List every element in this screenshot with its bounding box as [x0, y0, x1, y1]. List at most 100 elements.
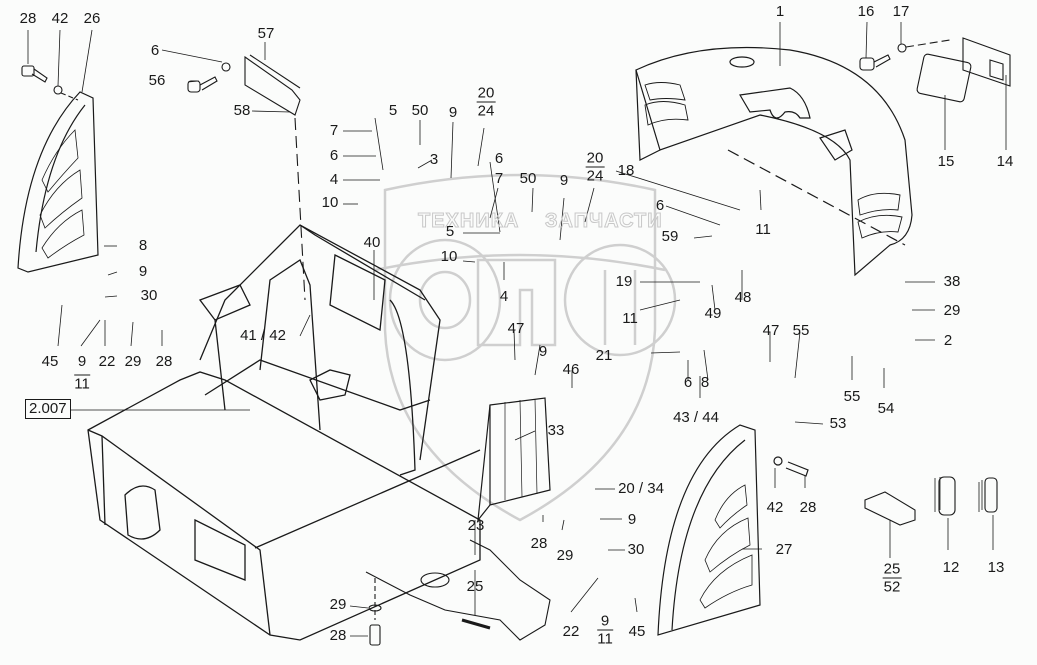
- callout-9[interactable]: 9: [538, 343, 548, 360]
- fraction-numerator: 20: [476, 84, 496, 103]
- callout-5[interactable]: 5: [445, 223, 455, 240]
- callout-1[interactable]: 1: [775, 3, 785, 20]
- callout-42[interactable]: 42: [766, 499, 784, 516]
- callout-6[interactable]: 6: [683, 374, 693, 391]
- callout-11[interactable]: 11: [622, 310, 638, 327]
- callout-28[interactable]: 28: [329, 627, 347, 644]
- callout-4[interactable]: 4: [499, 288, 509, 305]
- callout-7[interactable]: 7: [329, 122, 339, 139]
- callout-33[interactable]: 33: [547, 422, 565, 439]
- callout-30[interactable]: 30: [140, 287, 158, 304]
- callout-29[interactable]: 29: [124, 353, 142, 370]
- callout-57[interactable]: 57: [257, 25, 275, 42]
- callout-9[interactable]: 9: [448, 104, 458, 121]
- reference-box-2007[interactable]: 2.007: [25, 399, 71, 419]
- callout-47[interactable]: 47: [762, 322, 780, 339]
- callout-16[interactable]: 16: [857, 3, 875, 20]
- callout-45[interactable]: 45: [628, 623, 646, 640]
- callout-30[interactable]: 30: [627, 541, 645, 558]
- hood-1: [635, 46, 913, 277]
- fraction-denominator: 24: [586, 167, 604, 185]
- callout-6[interactable]: 6: [494, 150, 504, 167]
- callout-20-34[interactable]: 20 / 34: [618, 480, 664, 497]
- callout-28[interactable]: 28: [155, 353, 173, 370]
- side-panel-26: [17, 91, 99, 273]
- side-panel-27: [657, 424, 809, 636]
- callout-6[interactable]: 6: [655, 197, 665, 214]
- callout-40[interactable]: 40: [363, 234, 381, 251]
- callout-20-over-24[interactable]: 20 24: [585, 151, 605, 185]
- watermark-text-left: ТЕХНИКА: [417, 210, 520, 233]
- callout-58[interactable]: 58: [233, 102, 251, 119]
- callout-20-over-24[interactable]: 20 24: [476, 84, 496, 120]
- callout-17[interactable]: 17: [892, 3, 910, 20]
- callout-56[interactable]: 56: [148, 72, 166, 89]
- callout-9-over-11[interactable]: 9 11: [597, 614, 613, 647]
- leader-lines: [27, 21, 1007, 637]
- callout-42[interactable]: 42: [51, 10, 69, 27]
- callout-7[interactable]: 7: [494, 170, 504, 187]
- callout-54[interactable]: 54: [877, 400, 895, 417]
- callout-28[interactable]: 28: [799, 499, 817, 516]
- callout-9[interactable]: 9: [138, 263, 148, 280]
- callout-8[interactable]: 8: [700, 374, 710, 391]
- callout-53[interactable]: 53: [829, 415, 847, 432]
- callout-43-44[interactable]: 43 / 44: [673, 409, 719, 426]
- callout-2[interactable]: 2: [943, 332, 953, 349]
- callout-22[interactable]: 22: [562, 623, 580, 640]
- fraction-denominator: 52: [883, 578, 901, 596]
- callout-23[interactable]: 23: [467, 517, 485, 534]
- lamp-14: [859, 37, 1011, 103]
- callout-4[interactable]: 4: [329, 171, 339, 188]
- callout-10[interactable]: 10: [321, 194, 339, 211]
- callout-21[interactable]: 21: [595, 347, 613, 364]
- callout-29[interactable]: 29: [329, 596, 347, 613]
- callout-46[interactable]: 46: [562, 361, 580, 378]
- callout-25-over-52[interactable]: 25 52: [882, 562, 902, 596]
- callout-22[interactable]: 22: [98, 353, 116, 370]
- callout-25[interactable]: 25: [466, 578, 484, 595]
- bracket-33: [477, 397, 551, 522]
- callout-9[interactable]: 9: [559, 172, 569, 189]
- callout-6[interactable]: 6: [150, 42, 160, 59]
- callout-28[interactable]: 28: [19, 10, 37, 27]
- callout-47[interactable]: 47: [507, 320, 525, 337]
- callout-29[interactable]: 29: [556, 547, 574, 564]
- fraction-denominator: 11: [74, 374, 90, 393]
- callout-29[interactable]: 29: [943, 302, 961, 319]
- callout-28[interactable]: 28: [530, 535, 548, 552]
- callout-50[interactable]: 50: [411, 102, 429, 119]
- callout-15[interactable]: 15: [937, 153, 955, 170]
- callout-3[interactable]: 3: [429, 151, 439, 168]
- callout-14[interactable]: 14: [996, 153, 1014, 170]
- callout-18[interactable]: 18: [617, 162, 635, 179]
- callout-45[interactable]: 45: [41, 353, 59, 370]
- callout-6[interactable]: 6: [329, 147, 339, 164]
- callout-55[interactable]: 55: [792, 322, 810, 339]
- callout-11[interactable]: 11: [755, 221, 771, 238]
- callout-12[interactable]: 12: [942, 559, 960, 576]
- callout-5[interactable]: 5: [388, 102, 398, 119]
- callout-9[interactable]: 9: [77, 353, 87, 370]
- callout-13[interactable]: 13: [987, 559, 1005, 576]
- callout-55[interactable]: 55: [843, 388, 861, 405]
- callout-9-over-11[interactable]: 9 11: [74, 359, 90, 392]
- callout-50[interactable]: 50: [519, 170, 537, 187]
- spare-parts: [864, 476, 998, 526]
- skid-plate-25: [365, 539, 551, 646]
- callout-9[interactable]: 9: [627, 511, 637, 528]
- callout-19[interactable]: 19: [615, 273, 633, 290]
- callout-8[interactable]: 8: [138, 237, 148, 254]
- fraction-denominator: 24: [477, 102, 495, 120]
- callout-26[interactable]: 26: [83, 10, 101, 27]
- callout-59[interactable]: 59: [661, 228, 679, 245]
- callout-49[interactable]: 49: [704, 305, 722, 322]
- plate-57: [187, 54, 306, 301]
- callout-38[interactable]: 38: [943, 273, 961, 290]
- bolt-28-top-left: [21, 65, 79, 101]
- callout-41-42[interactable]: 41 / 42: [240, 327, 286, 344]
- callout-27[interactable]: 27: [775, 541, 793, 558]
- callout-48[interactable]: 48: [734, 289, 752, 306]
- callout-10[interactable]: 10: [440, 248, 458, 265]
